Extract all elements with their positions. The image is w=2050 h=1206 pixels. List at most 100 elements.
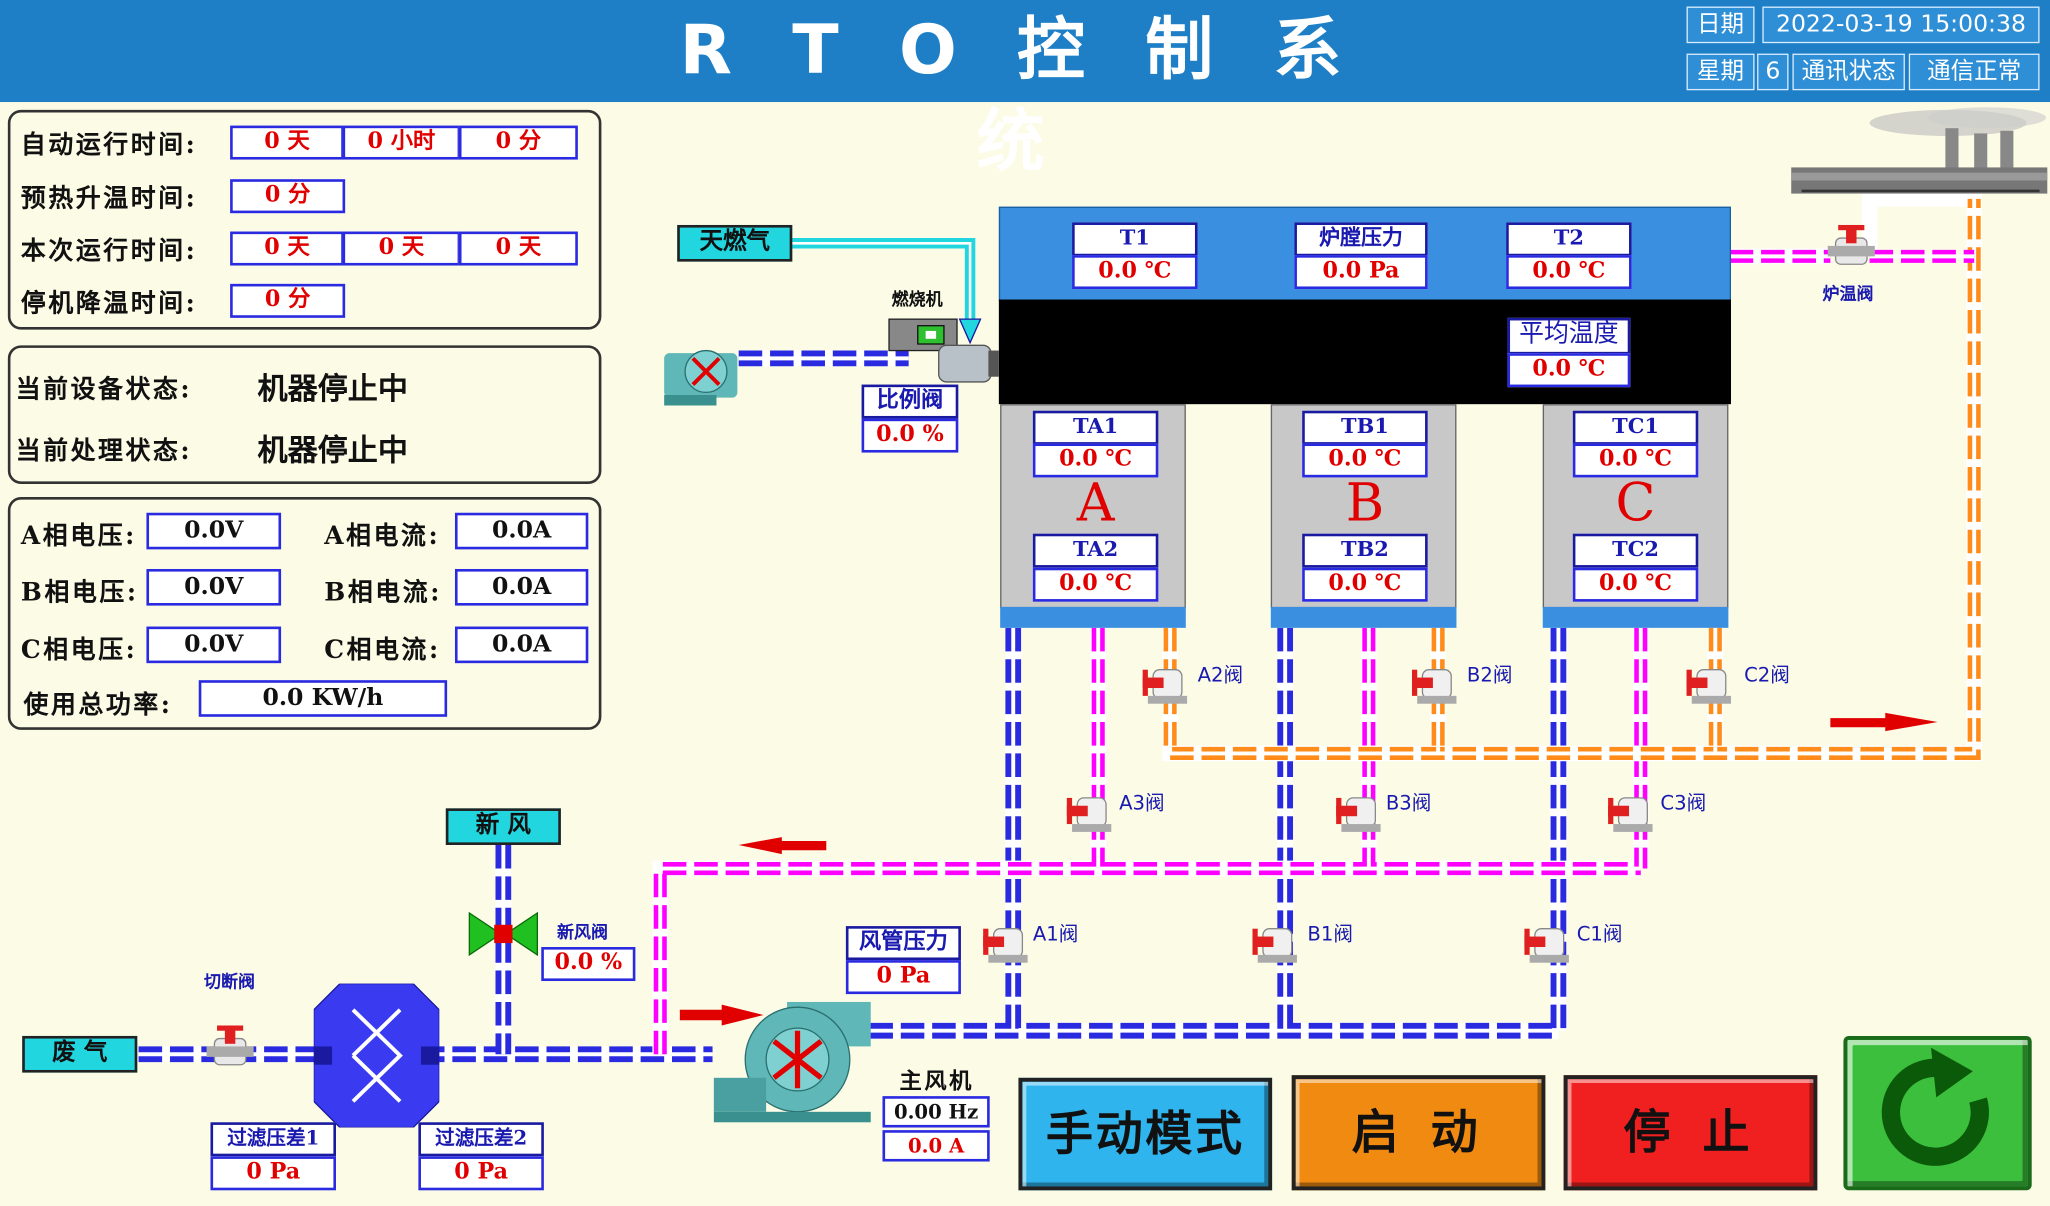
total-power-label: 使用总功率: [23, 690, 173, 720]
date-value: 2022-03-19 15:00:38 [1762, 6, 2040, 44]
filter2-label: 过滤压差2 [418, 1122, 544, 1157]
a-current-label: A相电流: [324, 521, 441, 551]
tb2-label: TB2 [1302, 533, 1428, 568]
fresh-air-valve-icon[interactable] [467, 908, 540, 960]
c-voltage-value: 0.0V [146, 626, 282, 664]
manual-mode-button[interactable]: 手动模式 [1018, 1077, 1273, 1191]
valve-b2-icon[interactable] [1409, 659, 1459, 709]
ta1-label: TA1 [1032, 410, 1159, 445]
cutoff-valve-icon[interactable] [204, 1023, 256, 1075]
valve-c1-icon[interactable] [1522, 918, 1572, 968]
tb1-label: TB1 [1302, 410, 1428, 445]
t2-label: T2 [1506, 222, 1632, 257]
current-run-a: 0 天 [230, 231, 344, 266]
valve-c2-icon[interactable] [1684, 659, 1734, 709]
cooldown-label: 停机降温时间: [20, 289, 198, 318]
c-current-value: 0.0A [454, 626, 589, 664]
valve-c1-label: C1阀 [1576, 922, 1623, 946]
auto-run-label: 自动运行时间: [20, 130, 198, 160]
valve-a1-label: A1阀 [1032, 922, 1079, 946]
device-status-value: 机器停止中 [257, 371, 408, 407]
valve-b2-label: B2阀 [1466, 663, 1513, 687]
t2-value: 0.0 ℃ [1506, 255, 1632, 290]
device-status-label: 当前设备状态: [15, 375, 193, 405]
ratio-valve-value: 0.0 % [861, 418, 959, 453]
fresh-valve-label: 新风阀 [556, 923, 608, 944]
auto-run-days: 0 天 [230, 125, 344, 160]
tc1-value: 0.0 ℃ [1572, 443, 1699, 478]
factory-icon [1791, 107, 2048, 194]
current-run-label: 本次运行时间: [20, 236, 198, 266]
auto-run-mins: 0 分 [458, 125, 578, 160]
refresh-icon [1881, 1047, 1989, 1166]
duct-pressure-label: 风管压力 [845, 926, 961, 961]
pipe-gas [790, 238, 982, 345]
valve-c2-label: C2阀 [1744, 663, 1790, 687]
week-label: 星期 [1686, 53, 1755, 91]
comm-status-label: 通讯状态 [1792, 53, 1905, 91]
chamber-b-base [1270, 606, 1457, 628]
valve-a3-label: A3阀 [1119, 791, 1165, 815]
valve-c3-label: C3阀 [1660, 791, 1707, 815]
main-fan-icon[interactable] [711, 999, 873, 1125]
filter1-value: 0 Pa [210, 1156, 337, 1191]
tc2-label: TC2 [1572, 533, 1699, 568]
ta2-label: TA2 [1032, 533, 1159, 568]
date-label: 日期 [1686, 6, 1755, 44]
valve-a2-icon[interactable] [1140, 659, 1190, 709]
waste-gas-tag: 废 气 [22, 1035, 138, 1073]
chamber-a-letter: A [1076, 473, 1115, 534]
valve-a1-icon[interactable] [981, 918, 1031, 968]
week-value: 6 [1757, 53, 1789, 91]
a-voltage-label: A相电压: [20, 521, 137, 551]
preheat-mins: 0 分 [230, 179, 346, 214]
fresh-valve-value: 0.0 % [541, 947, 636, 982]
comm-status-value: 通信正常 [1908, 53, 2040, 91]
ratio-valve-label: 比例阀 [861, 384, 959, 419]
valve-c3-icon[interactable] [1605, 787, 1655, 837]
c-voltage-label: C相电压: [20, 635, 138, 665]
b-voltage-value: 0.0V [146, 568, 282, 606]
cooldown-mins: 0 分 [230, 283, 346, 318]
duct-pressure-value: 0 Pa [845, 960, 961, 995]
start-button[interactable]: 启 动 [1291, 1075, 1546, 1191]
chamber-c-base [1542, 606, 1729, 628]
furnace-valve-icon[interactable] [1825, 222, 1877, 274]
t1-value: 0.0 ℃ [1072, 255, 1198, 290]
b-voltage-label: B相电压: [20, 578, 139, 607]
auto-run-hours: 0 小时 [342, 125, 461, 160]
t1-label: T1 [1072, 222, 1198, 257]
valve-b1-icon[interactable] [1250, 918, 1300, 968]
current-run-b: 0 天 [342, 231, 461, 266]
main-fan-current: 0.0 A [882, 1130, 990, 1162]
valve-a3-icon[interactable] [1064, 787, 1114, 837]
preheat-label: 预热升温时间: [20, 184, 198, 214]
stop-button[interactable]: 停 止 [1563, 1075, 1818, 1191]
status-panel [7, 345, 602, 484]
refresh-button[interactable] [1843, 1035, 2032, 1191]
main-fan-label: 主风机 [899, 1068, 975, 1095]
cutoff-valve-label: 切断阀 [203, 973, 255, 993]
avg-temp-label: 平均温度 [1507, 317, 1631, 355]
ta2-value: 0.0 ℃ [1032, 567, 1159, 602]
furnace-valve-label: 炉温阀 [1822, 285, 1874, 305]
valve-a2-label: A2阀 [1197, 663, 1244, 687]
page-title: R T O 控 制 系 统 [679, 11, 1360, 182]
tc2-value: 0.0 ℃ [1572, 567, 1699, 602]
b-current-label: B相电流: [324, 578, 443, 607]
c-current-label: C相电流: [324, 635, 441, 665]
process-status-value: 机器停止中 [257, 432, 408, 469]
b-current-value: 0.0A [454, 568, 589, 606]
chamber-a-base [1000, 606, 1186, 628]
natural-gas-tag: 天燃气 [677, 224, 793, 262]
valve-b1-label: B1阀 [1307, 922, 1353, 946]
burner-fan-icon[interactable] [659, 343, 745, 408]
fresh-air-tag: 新 风 [445, 808, 561, 845]
filter2-value: 0 Pa [418, 1156, 544, 1191]
furnace-pressure-value: 0.0 Pa [1294, 255, 1428, 290]
tc1-label: TC1 [1572, 410, 1699, 445]
valve-b3-label: B3阀 [1385, 791, 1432, 815]
valve-b3-icon[interactable] [1334, 787, 1384, 837]
burner-icon[interactable] [886, 314, 1004, 387]
avg-temp-value: 0.0 ℃ [1507, 353, 1631, 388]
